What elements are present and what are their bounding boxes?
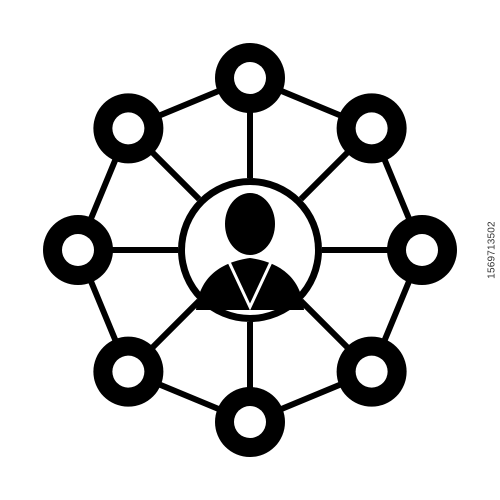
outer-node-hole [355,355,388,388]
outer-node-hole [234,62,266,94]
outer-node [93,336,164,407]
outer-node [387,215,457,285]
outer-node-hole [112,355,145,388]
outer-node-hole [355,112,388,145]
stock-id-label: 1569713502 [486,221,498,279]
outer-node-hole [406,234,438,266]
outer-nodes [43,43,457,457]
person-head [225,193,275,255]
person-collar [227,261,273,311]
outer-node [93,93,164,164]
outer-node-hole [234,406,266,438]
person-icon [196,193,304,311]
central-user-node [178,178,322,322]
outer-node [43,215,113,285]
person-shoulders [196,258,304,310]
outer-node-hole [62,234,94,266]
outer-node [336,93,407,164]
outer-node [215,387,285,457]
outer-node-hole [112,112,145,145]
outer-node [215,43,285,113]
outer-node [336,336,407,407]
